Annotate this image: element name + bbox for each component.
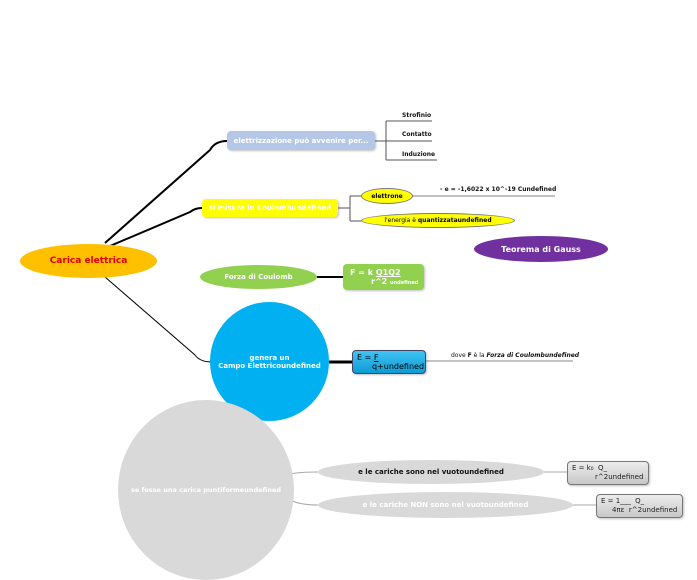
- central-node[interactable]: Carica elettrica: [20, 244, 157, 278]
- nonvacuum-formula[interactable]: E = 1___ Q_ 4πε r^2undefined: [596, 494, 683, 518]
- force-node[interactable]: Forza di Coulomb: [200, 265, 317, 289]
- nonvacuum-node[interactable]: e le cariche NON sono nel vuotoundefined: [318, 492, 573, 518]
- energy-prefix: l'energia è: [384, 217, 418, 224]
- coulomb-unit-node[interactable]: si misura in Coulombundefined: [202, 199, 338, 217]
- electrization-node[interactable]: elettrizzazione può avvenire per...: [227, 131, 375, 150]
- force-formula-num: Q1Q2: [375, 268, 401, 277]
- electron-node[interactable]: elettrone: [361, 188, 413, 204]
- field-note[interactable]: dove F è la Forza di Coulombundefined: [451, 352, 579, 359]
- field-formula[interactable]: E = F q+undefined: [352, 350, 426, 374]
- item-strofinio[interactable]: Strofinio: [402, 112, 432, 119]
- force-formula[interactable]: F = k Q1Q2 r^2 undefined: [343, 264, 424, 290]
- nonvacuum-formula-bottom: 4πε r^2undefined: [612, 506, 678, 514]
- energy-bold: quantizzataundefined: [417, 217, 492, 224]
- force-formula-den: r^2: [371, 277, 388, 286]
- field-formula-den: q+undefined: [372, 362, 425, 371]
- note-prefix: dove: [451, 352, 468, 359]
- item-induzione[interactable]: Induzione: [402, 151, 436, 158]
- force-formula-top: F = k: [350, 268, 376, 277]
- field-formula-num: F: [373, 353, 379, 362]
- vacuum-formula-top: E = k₀ Q_: [572, 464, 608, 472]
- vacuum-formula-bottom: r^2undefined: [595, 473, 644, 481]
- field-formula-top: E =: [357, 353, 374, 362]
- field-label-2: Campo Elettricoundefined: [218, 361, 321, 370]
- vacuum-node[interactable]: e le cariche sono nel vuotoundefined: [318, 460, 544, 484]
- item-contatto[interactable]: Contatto: [402, 131, 432, 138]
- vacuum-formula[interactable]: E = k₀ Q_ r^2undefined: [567, 461, 649, 485]
- energy-node[interactable]: l'energia è quantizzataundefined: [361, 213, 515, 228]
- gauss-node[interactable]: Teorema di Gauss: [474, 236, 608, 262]
- note-italic: Forza di Coulombundefined: [486, 352, 580, 359]
- electron-charge-text[interactable]: - e = -1,6022 x 10^-19 Cundefined: [440, 186, 557, 193]
- field-label-1: genera un: [249, 353, 290, 362]
- nonvacuum-formula-top: E = 1___ Q_: [601, 497, 645, 505]
- note-F: F: [467, 352, 472, 359]
- point-charge-node[interactable]: se fosse una carica puntiformeundefined: [118, 400, 294, 580]
- note-mid: è la: [471, 352, 487, 359]
- force-formula-suffix: undefined: [390, 280, 419, 286]
- connector-lines: [104, 120, 596, 506]
